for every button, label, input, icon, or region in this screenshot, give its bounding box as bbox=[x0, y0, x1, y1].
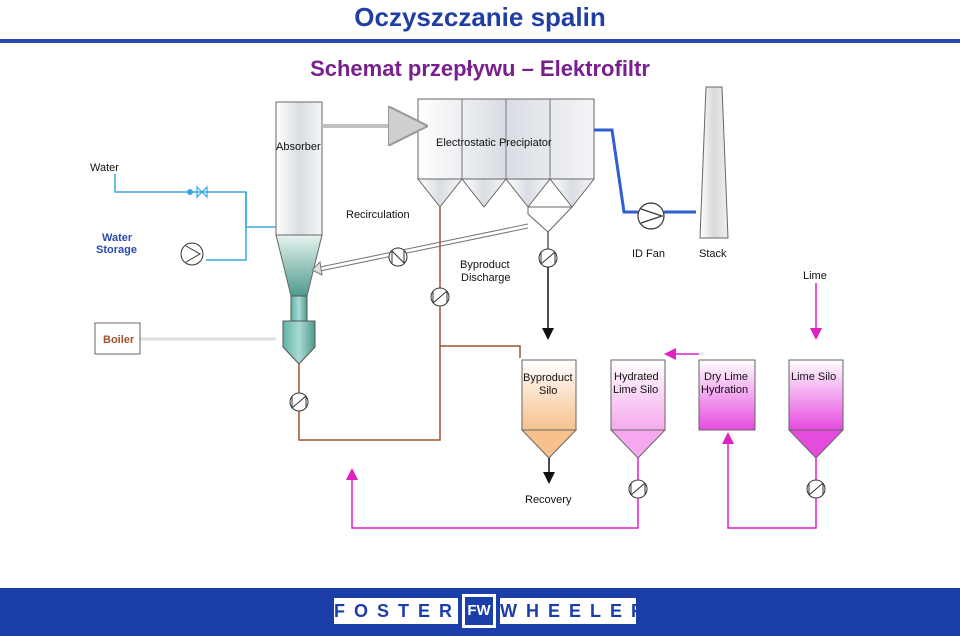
id-fan-label: ID Fan bbox=[632, 248, 665, 260]
rotary-valve-icon[interactable] bbox=[289, 392, 309, 412]
byproduct-discharge-label: Byproduct bbox=[460, 259, 510, 271]
absorber-label: Absorber bbox=[276, 141, 321, 153]
id-fan-blade bbox=[640, 208, 664, 224]
lime-silo-label: Lime Silo bbox=[791, 371, 836, 383]
water-pump-arrow bbox=[185, 245, 202, 263]
lime-to-absorber-line bbox=[346, 468, 639, 529]
dry-lime-hydration bbox=[698, 359, 756, 431]
lime-silo bbox=[787, 359, 845, 459]
water-storage-label: Storage bbox=[96, 244, 137, 256]
hydrated-lime-silo-label: Hydrated bbox=[614, 371, 659, 383]
boiler-box bbox=[94, 322, 141, 355]
water-label: Water bbox=[90, 162, 119, 174]
absorber-discharge-line bbox=[298, 346, 441, 441]
rotary-valve-icon[interactable] bbox=[628, 479, 648, 499]
byproduct-silo bbox=[520, 359, 578, 459]
byproduct-silo-label: Silo bbox=[539, 385, 557, 397]
stack-label: Stack bbox=[699, 248, 727, 260]
recirculation-line bbox=[311, 223, 529, 276]
hydrated-lime-silo-label: Lime Silo bbox=[613, 384, 658, 396]
brand-logo-icon: FW bbox=[462, 594, 496, 628]
title-underline bbox=[0, 39, 960, 43]
footer-bar: FOSTER FW WHEELER bbox=[0, 588, 960, 636]
water-pump-icon[interactable] bbox=[180, 242, 204, 266]
esp-label: Electrostatic Precipiator bbox=[436, 137, 552, 149]
brand-foster: FOSTER bbox=[334, 598, 458, 624]
rotary-valve-icon[interactable] bbox=[538, 248, 558, 268]
byproduct-discharge-label: Discharge bbox=[461, 272, 511, 284]
water-valve-icon bbox=[196, 185, 208, 199]
page-title: Oczyszczanie spalin bbox=[354, 2, 606, 32]
id-fan-icon[interactable] bbox=[637, 202, 665, 230]
stack-chimney bbox=[699, 86, 729, 239]
recovery-label: Recovery bbox=[525, 494, 572, 506]
recirculation-pump-mark bbox=[391, 250, 405, 264]
byproduct-silo-label: Byproduct bbox=[523, 372, 573, 384]
recirculation-label: Recirculation bbox=[346, 209, 410, 221]
boiler-label: Boiler bbox=[103, 334, 135, 346]
lime-label: Lime bbox=[803, 270, 827, 282]
byproduct-to-silo-line bbox=[439, 306, 521, 358]
water-valve-dot bbox=[187, 189, 193, 195]
flow-diagram: Water Absorber Electrostatic Precipiator… bbox=[90, 86, 845, 529]
absorber-vessel bbox=[275, 101, 323, 365]
water-to-absorber-line bbox=[245, 192, 276, 228]
page-subtitle: Schemat przepływu – Elektrofiltr bbox=[310, 56, 650, 81]
dry-lime-hydration-label: Hydration bbox=[701, 384, 748, 396]
dry-lime-hydration-label: Dry Lime bbox=[704, 371, 748, 383]
esp-to-fan-line bbox=[594, 128, 638, 214]
rotary-valve-icon[interactable] bbox=[430, 287, 450, 307]
hydrated-lime-silo bbox=[609, 359, 667, 459]
electrostatic-precipitator bbox=[416, 98, 596, 233]
rotary-valve-icon[interactable] bbox=[806, 479, 826, 499]
lime-silo-to-hydration-line bbox=[722, 432, 817, 529]
brand-wheeler: WHEELER bbox=[500, 598, 644, 624]
water-storage-label: Water bbox=[102, 232, 133, 244]
